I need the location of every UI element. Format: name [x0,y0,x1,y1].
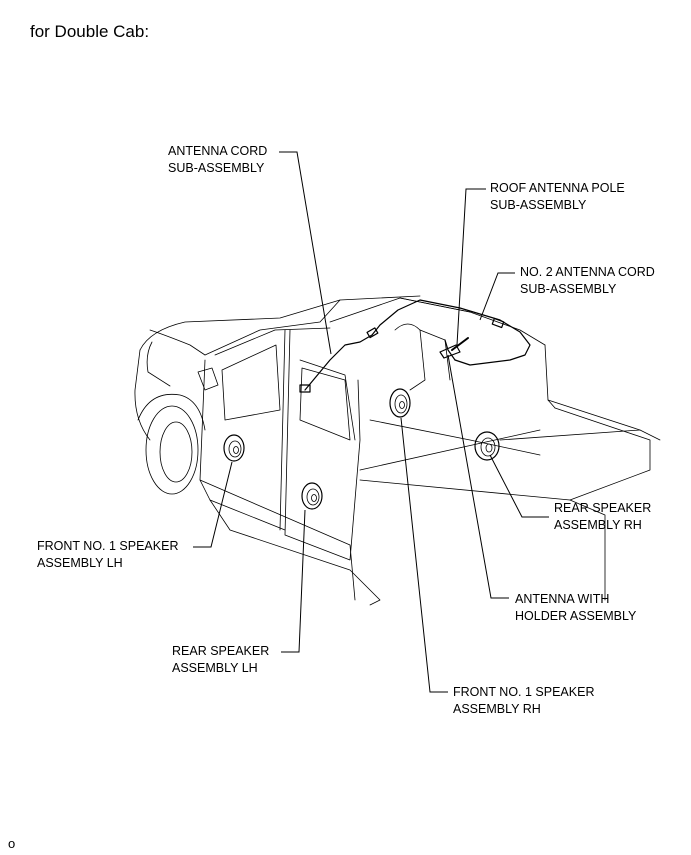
antenna-cord-routing [299,299,531,393]
label-antenna-holder: ANTENNA WITH HOLDER ASSEMBLY [515,592,637,623]
label-rear-speaker-lh: REAR SPEAKER ASSEMBLY LH [172,644,270,675]
page-caption: for Double Cab: [30,22,150,41]
figure-code: o [8,836,16,851]
front-speaker-lh-icon [223,434,245,462]
cord-clip-icon [491,317,505,329]
rear-speaker-rh-icon [474,431,500,461]
roof-antenna-pole-icon [439,337,469,359]
label-front-speaker-rh: FRONT NO. 1 SPEAKER ASSEMBLY RH [453,685,595,716]
cord-joint-icon [366,327,379,339]
truck-outline [134,295,661,606]
cord-connector-icon [299,384,311,393]
front-speaker-rh-icon [389,388,411,418]
label-rear-speaker-rh: REAR SPEAKER ASSEMBLY RH [554,501,652,532]
label-front-speaker-lh: FRONT NO. 1 SPEAKER ASSEMBLY LH [37,539,179,570]
rear-speaker-lh-icon [301,482,323,510]
label-antenna-cord: ANTENNA CORD SUB-ASSEMBLY [168,144,268,175]
label-no2-antenna-cord: NO. 2 ANTENNA CORD SUB-ASSEMBLY [520,265,655,296]
leader-lines [193,151,549,693]
label-roof-antenna-pole: ROOF ANTENNA POLE SUB-ASSEMBLY [490,181,625,212]
